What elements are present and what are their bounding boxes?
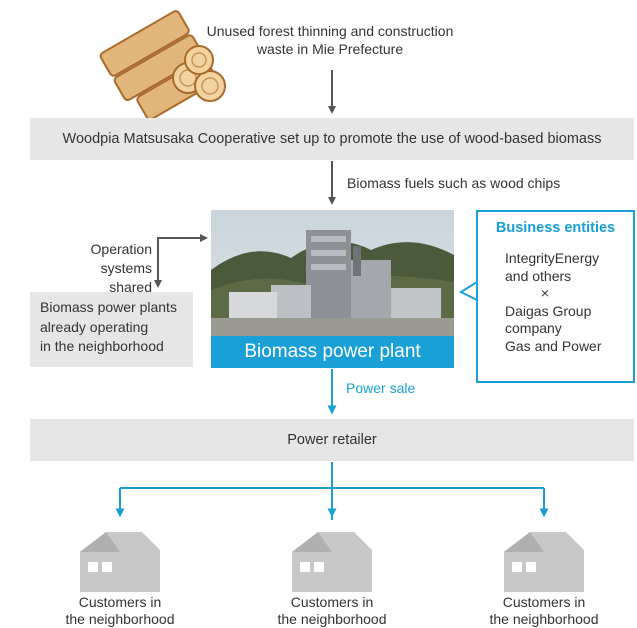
customer-line-1: Customers in <box>502 594 586 610</box>
entity-line-2: and others <box>505 267 572 284</box>
power-plant-caption: Biomass power plant <box>211 336 454 368</box>
customer-line-2: the neighborhood <box>65 611 175 627</box>
power-retailer-band: Power retailer <box>30 419 634 461</box>
cooperative-band: Woodpia Matsusaka Cooperative set up to … <box>30 118 634 160</box>
operation-shared-label: Operation systems shared <box>60 240 152 297</box>
entity-line-1: IntegrityEnergy <box>505 250 600 266</box>
entity-line-5: Gas and Power <box>505 337 602 354</box>
customer-line-2: the neighborhood <box>489 611 599 627</box>
operation-line-2: systems shared <box>100 260 152 295</box>
fuel-flow-label: Biomass fuels such as wood chips <box>347 175 561 191</box>
customer-label: Customers in the neighborhood <box>484 594 604 628</box>
source-line-1: Unused forest thinning and construction <box>206 23 454 39</box>
power-sale-label: Power sale <box>346 380 416 396</box>
house-icon <box>292 532 372 592</box>
entity-line-4: company <box>505 320 562 336</box>
arrow-operation-shared <box>154 237 204 288</box>
customer-line-2: the neighborhood <box>277 611 387 627</box>
neighbor-line-3: in the neighborhood <box>40 338 164 354</box>
source-line-2: waste in Mie Prefecture <box>256 41 404 57</box>
times-symbol: × <box>540 285 550 301</box>
customer-label: Customers in the neighborhood <box>272 594 392 628</box>
entity-line-3: Daigas Group <box>505 302 592 319</box>
power-plant-photo <box>211 210 454 368</box>
wood-logs-icon <box>99 10 226 121</box>
business-entities-box: Business entities IntegrityEnergy and ot… <box>476 210 635 383</box>
neighbor-line-2: already operating <box>40 318 149 335</box>
entities-callout-pointer <box>458 281 478 301</box>
neighbor-line-1: Biomass power plants <box>40 299 177 315</box>
operation-line-1: Operation <box>90 241 152 257</box>
business-entities-list: IntegrityEnergy and others × Daigas Grou… <box>505 250 633 355</box>
customer-line-1: Customers in <box>290 594 374 610</box>
house-icon <box>504 532 584 592</box>
source-description: Unused forest thinning and construction … <box>180 22 480 58</box>
customer-line-1: Customers in <box>78 594 162 610</box>
neighbor-plants-box: Biomass power plants already operating i… <box>30 292 193 367</box>
customer-label: Customers in the neighborhood <box>60 594 180 628</box>
business-entities-title: Business entities <box>495 220 616 236</box>
house-icon <box>80 532 160 592</box>
